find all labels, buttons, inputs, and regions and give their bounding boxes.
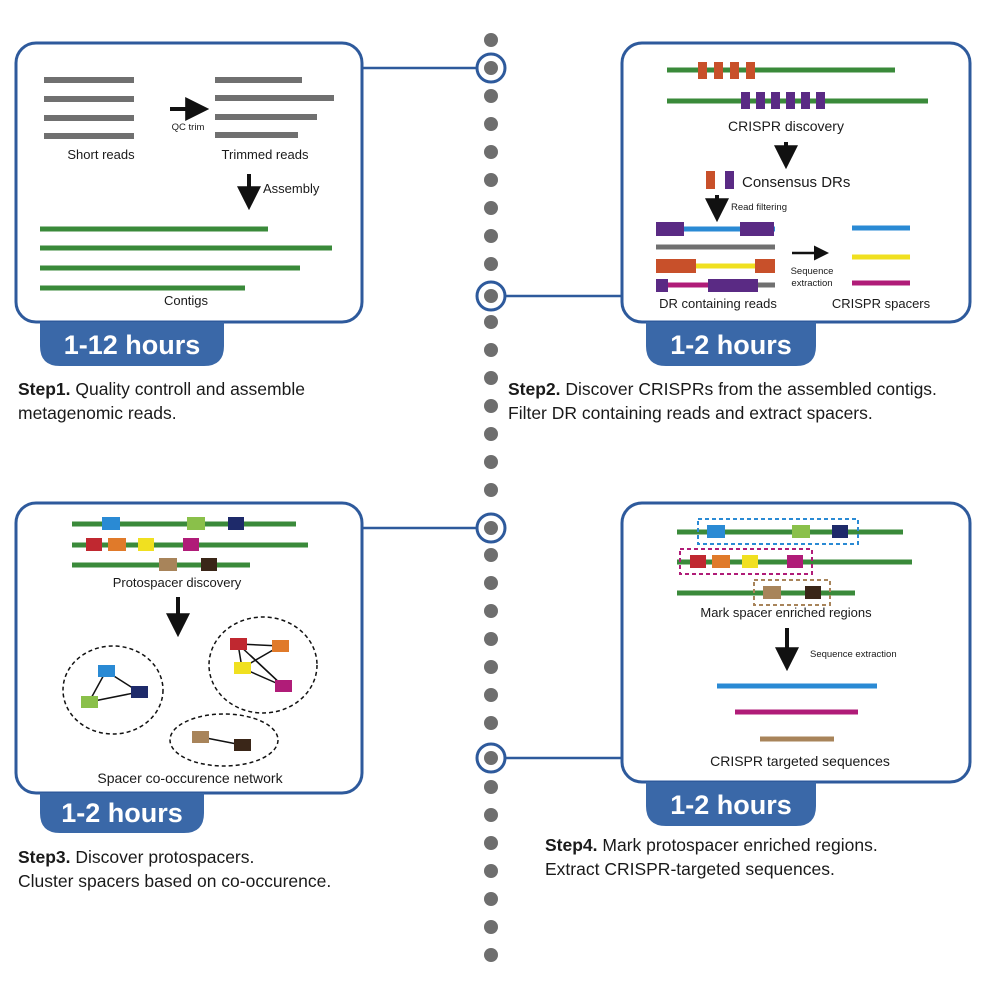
short-reads — [44, 77, 134, 139]
timeline — [484, 33, 498, 962]
crispr-discovery-label: CRISPR discovery — [728, 118, 844, 134]
step3-desc-line2: Cluster spacers based on co-occurence. — [18, 871, 332, 891]
step2-title: Step2. — [508, 379, 561, 399]
extraction-label: extraction — [791, 278, 832, 289]
step1-title: Step1. — [18, 379, 71, 399]
targeted-sequences — [717, 683, 877, 742]
network-label: Spacer co-occurence network — [97, 770, 283, 786]
assembly-label: Assembly — [263, 181, 320, 196]
dr-containing-reads — [656, 222, 775, 292]
crispr-spacers-label: CRISPR spacers — [832, 296, 931, 311]
step3-desc-line1: Discover protospacers. — [75, 847, 255, 867]
connector-lines — [362, 66, 622, 760]
contigs — [40, 226, 332, 291]
step1-desc-line1: Quality controll and assemble — [75, 379, 305, 399]
consensus-drs-label: Consensus DRs — [742, 174, 850, 191]
step1-duration: 1-12 hours — [64, 330, 201, 360]
step2-duration: 1-2 hours — [670, 330, 792, 360]
short-reads-label: Short reads — [67, 147, 135, 162]
step3-panel: Protospacer discovery Spacer co-occurenc… — [14, 501, 364, 795]
co-occurence-network — [62, 616, 318, 767]
trimmed-reads — [215, 77, 334, 138]
step2-description: Step2. Discover CRISPRs from the assembl… — [508, 377, 937, 425]
step4-duration-badge: 1-2 hours — [646, 782, 816, 826]
timeline-markers — [475, 52, 507, 774]
sequence-label: Sequence — [791, 266, 834, 277]
step3-description: Step3. Discover protospacers. Cluster sp… — [18, 845, 331, 893]
trimmed-reads-label: Trimmed reads — [222, 147, 309, 162]
step2-duration-badge: 1-2 hours — [646, 322, 816, 366]
qc-trim-label: QC trim — [172, 122, 205, 133]
protospacer-discovery-label: Protospacer discovery — [113, 575, 242, 590]
step1-description: Step1. Quality controll and assemble met… — [18, 377, 305, 425]
contigs-label: Contigs — [164, 293, 209, 308]
sequence-extraction-label: Sequence extraction — [810, 649, 897, 660]
step4-panel: Mark spacer enriched regions Sequence ex… — [620, 501, 972, 784]
step1-desc-line2: metagenomic reads. — [18, 403, 177, 423]
targeted-sequences-label: CRISPR targeted sequences — [710, 753, 890, 769]
dr-containing-reads-label: DR containing reads — [659, 296, 777, 311]
step4-desc-line1: Mark protospacer enriched regions. — [602, 835, 878, 855]
step2-desc-line2: Filter DR containing reads and extract s… — [508, 403, 873, 423]
step4-description: Step4. Mark protospacer enriched regions… — [545, 833, 878, 881]
step4-title: Step4. — [545, 835, 598, 855]
mark-regions-label: Mark spacer enriched regions — [700, 605, 872, 620]
step4-desc-line2: Extract CRISPR-targeted sequences. — [545, 859, 835, 879]
step1-duration-badge: 1-12 hours — [40, 322, 224, 366]
step1-panel: Short reads QC trim Trimmed reads Assemb… — [14, 41, 364, 324]
step4-duration: 1-2 hours — [670, 790, 792, 820]
step3-title: Step3. — [18, 847, 71, 867]
step2-panel: CRISPR discovery Consensus DRs Read filt… — [620, 41, 972, 324]
read-filtering-label: Read filtering — [731, 202, 787, 213]
step3-duration: 1-2 hours — [61, 798, 183, 828]
step3-duration-badge: 1-2 hours — [40, 793, 204, 833]
step2-desc-line1: Discover CRISPRs from the assembled cont… — [565, 379, 937, 399]
crispr-spacers — [852, 225, 910, 286]
